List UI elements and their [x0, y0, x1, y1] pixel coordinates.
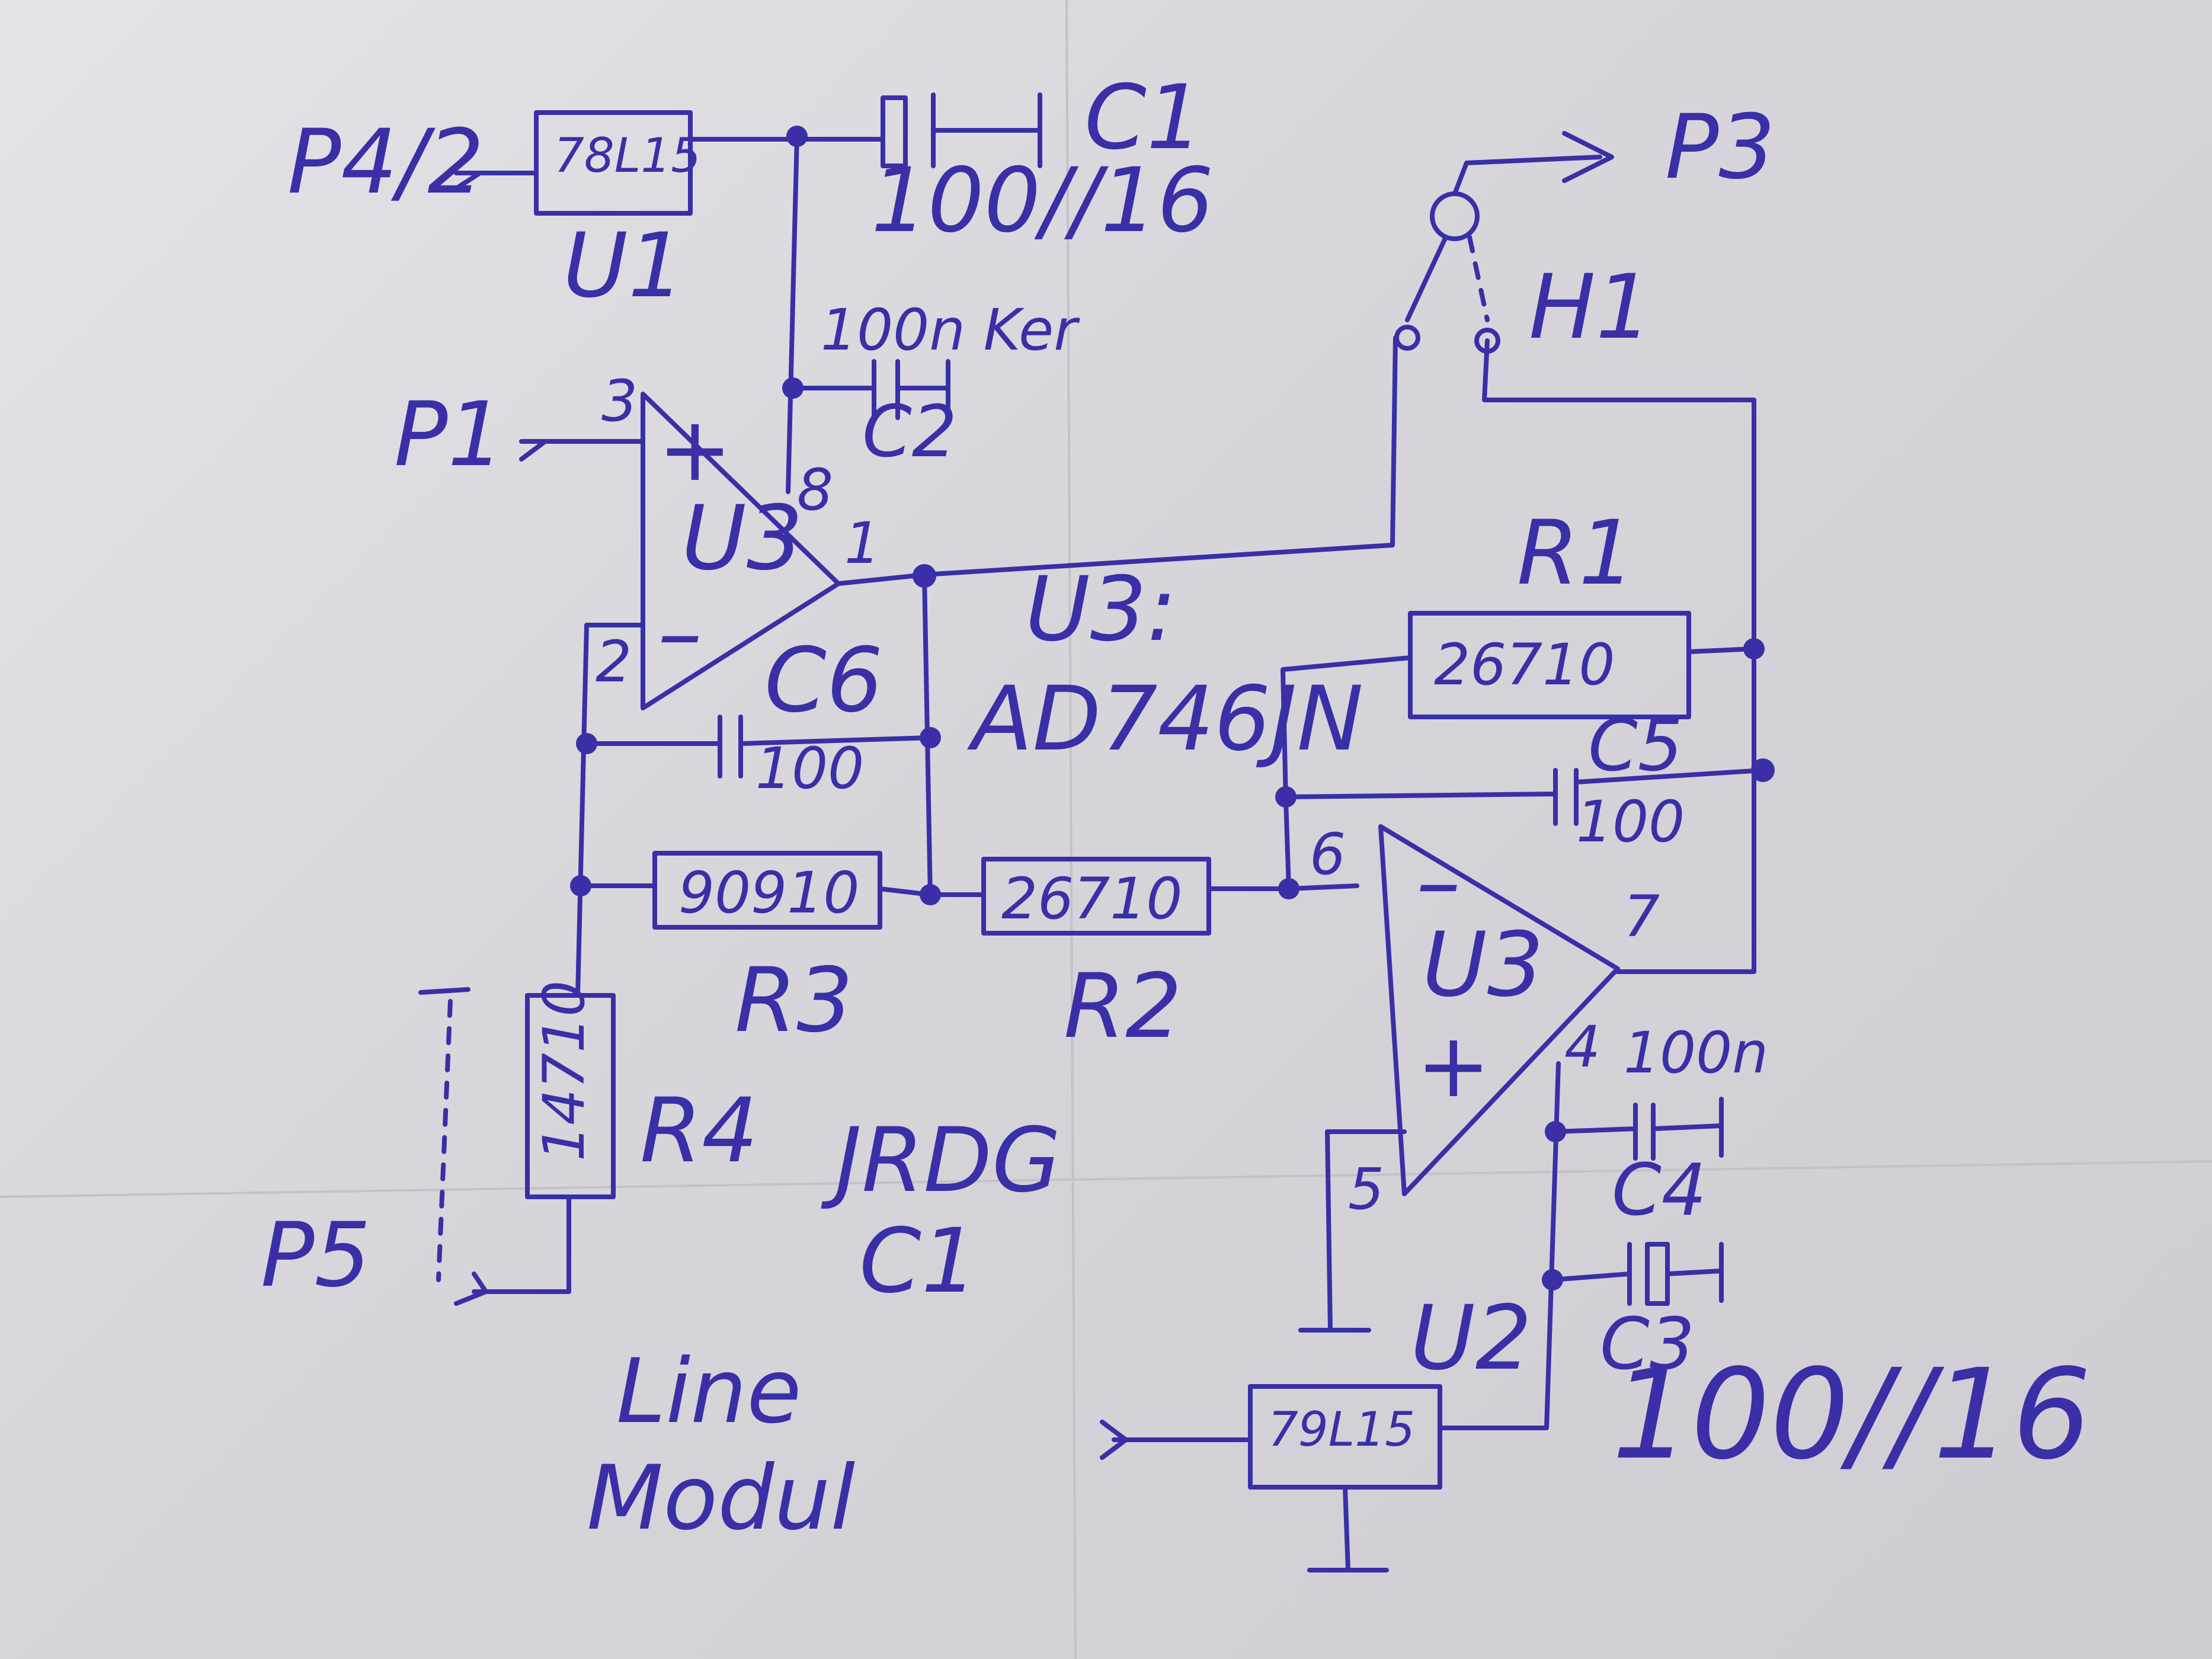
regulator-u2-part: 79L15 — [1268, 1402, 1415, 1457]
capacitor-c2-ref: C2 — [862, 391, 957, 473]
capacitor-c6-ref: C6 — [764, 629, 883, 732]
resistor-r3-ref: R3 — [735, 949, 853, 1052]
paper-fold — [1065, 0, 1077, 1659]
indicator-h1 — [1394, 131, 1614, 354]
indicator-h1-ref: H1 — [1529, 256, 1652, 359]
opamp-bottom-pin5: 5 — [1348, 1156, 1384, 1222]
capacitor-c1-ref: C1 — [1084, 66, 1203, 169]
capacitor-c3-ref: C3 — [1600, 1304, 1695, 1386]
jumper-top — [418, 987, 470, 995]
input-p4 — [454, 171, 539, 191]
junction — [920, 727, 941, 748]
u3-note-ref: U3: — [1025, 558, 1177, 661]
port-p4-label: P4/2 — [287, 111, 484, 214]
capacitor-c5 — [1283, 768, 1765, 826]
opamp-top-pin3: 3 — [601, 368, 638, 434]
capacitor-c4-value: 100n — [1624, 1020, 1768, 1086]
capacitor-c3-value: 100//16 — [1612, 1342, 2092, 1487]
capacitor-c6 — [584, 715, 933, 779]
opamp-bottom-pin7: 7 — [1624, 883, 1660, 950]
opamp-top — [641, 392, 841, 710]
capacitor-c4 — [1553, 1097, 1724, 1161]
resistor-r1-ref: R1 — [1517, 502, 1635, 605]
opamp-top-minus: – — [658, 582, 702, 685]
signature-name: JRDG — [821, 1109, 1061, 1212]
resistor-r4-value: 14710 — [531, 981, 597, 1161]
resistor-r1-value: 26710 — [1434, 632, 1615, 698]
resistor-r2-value: 26710 — [1001, 866, 1182, 932]
wire-neg-rail — [1438, 1061, 1561, 1430]
regulator-u1-ref: U1 — [563, 214, 684, 318]
port-p3-label: P3 — [1665, 96, 1775, 199]
paper-fold — [0, 1160, 2212, 1198]
opamp-bottom-pin4: 4 — [1564, 1014, 1600, 1080]
opamp-top-pin8: 8 — [797, 457, 833, 523]
module-line1: Line — [616, 1340, 802, 1443]
opamp-top-plus: + — [658, 398, 732, 501]
capacitor-c5-value: 100 — [1576, 789, 1685, 855]
opamp-bottom-minus: – — [1416, 831, 1461, 934]
resistor-r3-value: 90910 — [678, 860, 859, 926]
wire-r4-p5 — [472, 1194, 571, 1294]
wire-pos-rail — [786, 134, 799, 494]
signature-id: C1 — [859, 1210, 978, 1313]
resistor-r4-ref: R4 — [640, 1080, 758, 1183]
opamp-bottom-plus: + — [1416, 1014, 1491, 1117]
opamp-top-pin1: 1 — [844, 510, 881, 577]
resistor-r2 — [981, 857, 1211, 936]
opamp-bottom-pin6: 6 — [1310, 821, 1346, 888]
junction — [1743, 638, 1765, 659]
regulator-u2-ground — [1307, 1485, 1389, 1572]
capacitor-c4-ref: C4 — [1612, 1149, 1707, 1232]
module-line2: Modul — [587, 1447, 855, 1550]
capacitor-c2-value: 100n Ker — [821, 297, 1080, 363]
jumper-dashed — [436, 999, 453, 1282]
p5-arrow — [454, 1272, 488, 1306]
capacitor-c6-value: 100 — [756, 735, 864, 802]
opamp-top-pin2: 2 — [596, 629, 632, 695]
port-p5-label: P5 — [261, 1204, 371, 1307]
capacitor-c1-value: 100//16 — [871, 149, 1214, 252]
capacitor-c2 — [790, 359, 950, 420]
capacitor-c3 — [1550, 1242, 1724, 1306]
capacitor-c5-ref: C5 — [1588, 705, 1683, 787]
port-p1-label: P1 — [394, 383, 504, 486]
wire-right-rail — [1482, 338, 1756, 974]
wire-r1-right — [1686, 646, 1756, 654]
wire-u3-out — [836, 335, 1398, 586]
capacitor-c1 — [881, 92, 1042, 168]
wire-feedback-left — [575, 623, 645, 998]
regulator-u2-ref: U2 — [1410, 1287, 1532, 1390]
resistor-r1 — [1408, 611, 1691, 719]
opamp-bottom-ref: U3 — [1422, 914, 1544, 1017]
input-u2 — [1100, 1420, 1253, 1460]
opamp-top-ref: U3 — [681, 487, 803, 590]
wire-pin5-ground — [1298, 1129, 1407, 1333]
regulator-u1 — [534, 110, 693, 216]
wire-feedback-r1 — [1281, 655, 1413, 891]
u3-note-part: AD746JN — [967, 668, 1363, 771]
input-p1 — [519, 439, 645, 462]
regulator-u1-part: 78L15 — [554, 128, 701, 183]
opamp-bottom — [1378, 824, 1620, 1196]
resistor-r2-ref: R2 — [1064, 955, 1182, 1058]
junction — [1751, 758, 1775, 782]
wire-r3-r2 — [878, 886, 986, 897]
